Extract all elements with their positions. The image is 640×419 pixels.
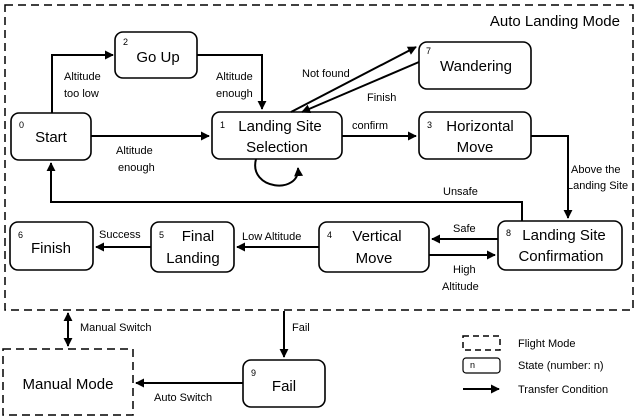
arrow-start-to-go-up [51, 50, 114, 113]
arrow-go-up-to-selection [197, 54, 267, 110]
state-number: 5 [159, 230, 164, 240]
state-label: Vertical [352, 228, 401, 245]
state-start: 0 Start [10, 112, 92, 161]
arrow-selection-to-wandering [290, 46, 417, 113]
label-safe: Safe [453, 223, 476, 235]
state-label: Landing Site [522, 227, 605, 244]
state-landing-site-selection: 1 Landing Site Selection [211, 111, 343, 160]
label-fail: Fail [292, 322, 310, 334]
state-label: Move [457, 139, 494, 156]
legend-transfer-label: Transfer Condition [518, 384, 608, 396]
state-vertical-move: 4 Vertical Move [318, 221, 430, 273]
label-altitude-enough: enough [118, 162, 155, 174]
state-label: Fail [272, 378, 296, 395]
state-label: Landing [166, 250, 219, 267]
state-label: Go Up [136, 49, 179, 66]
arrow-horizontal-to-confirmation [531, 135, 573, 219]
state-finish: 6 Finish [9, 221, 94, 271]
label-finish: Finish [367, 92, 396, 104]
state-wandering: 7 Wandering [418, 41, 532, 90]
state-landing-site-confirmation: 8 Landing Site Confirmation [497, 220, 623, 271]
legend-flight-mode-label: Flight Mode [518, 338, 575, 350]
label-high-altitude: Altitude [442, 281, 479, 293]
state-label: Final [182, 228, 215, 245]
label-altitude-too-low: Altitude [64, 71, 101, 83]
state-number: 7 [426, 46, 431, 56]
state-final-landing: 5 Final Landing [150, 221, 235, 273]
state-label: Horizontal [446, 118, 514, 135]
state-number: 8 [506, 228, 511, 238]
label-high-altitude: High [453, 264, 476, 276]
arrow-confirmation-to-start [46, 162, 523, 221]
label-not-found: Not found [302, 68, 350, 80]
label-altitude-too-low: too low [64, 88, 99, 100]
state-fail: 9 Fail [242, 359, 326, 408]
legend-state-symbol: n [470, 360, 475, 370]
state-number: 3 [427, 120, 432, 130]
state-label: Move [356, 250, 393, 267]
state-label: Wandering [440, 58, 512, 75]
state-label: Landing Site [238, 118, 321, 135]
state-label: Confirmation [518, 248, 603, 265]
label-success: Success [99, 229, 141, 241]
manual-mode-label: Manual Mode [23, 376, 114, 393]
state-number: 4 [327, 230, 332, 240]
legend-flight-mode-swatch [462, 335, 501, 351]
label-low-altitude: Low Altitude [242, 231, 301, 243]
arrow-selection-self-loop [254, 158, 304, 187]
state-label: Finish [31, 240, 71, 257]
label-unsafe: Unsafe [443, 186, 478, 198]
state-horizontal-move: 3 Horizontal Move [418, 111, 532, 160]
auto-landing-mode-title: Auto Landing Mode [490, 13, 620, 30]
state-label: Start [35, 129, 68, 146]
state-number: 6 [18, 230, 23, 240]
state-number: 0 [19, 120, 24, 130]
label-confirm: confirm [352, 120, 388, 132]
label-altitude-enough: Altitude [216, 71, 253, 83]
manual-mode-boundary [2, 348, 134, 416]
label-above-the-landing-site: Above the [571, 164, 621, 176]
state-number: 1 [220, 120, 225, 130]
state-number: 9 [251, 368, 256, 378]
state-go-up: 2 Go Up [114, 31, 198, 79]
state-label: Selection [246, 139, 308, 156]
auto-landing-mode-boundary [4, 4, 634, 311]
state-number: 2 [123, 37, 128, 47]
label-manual-switch: Manual Switch [80, 322, 152, 334]
legend-state-swatch [462, 357, 501, 374]
arrow-wandering-to-selection [301, 61, 420, 113]
label-above-the-landing-site: Landing Site [567, 180, 628, 192]
label-altitude-enough: Altitude [116, 145, 153, 157]
label-auto-switch: Auto Switch [154, 392, 212, 404]
legend: Flight Mode n State (number: n) Transfer… [462, 335, 608, 396]
label-altitude-enough: enough [216, 88, 253, 100]
legend-state-label: State (number: n) [518, 360, 604, 372]
